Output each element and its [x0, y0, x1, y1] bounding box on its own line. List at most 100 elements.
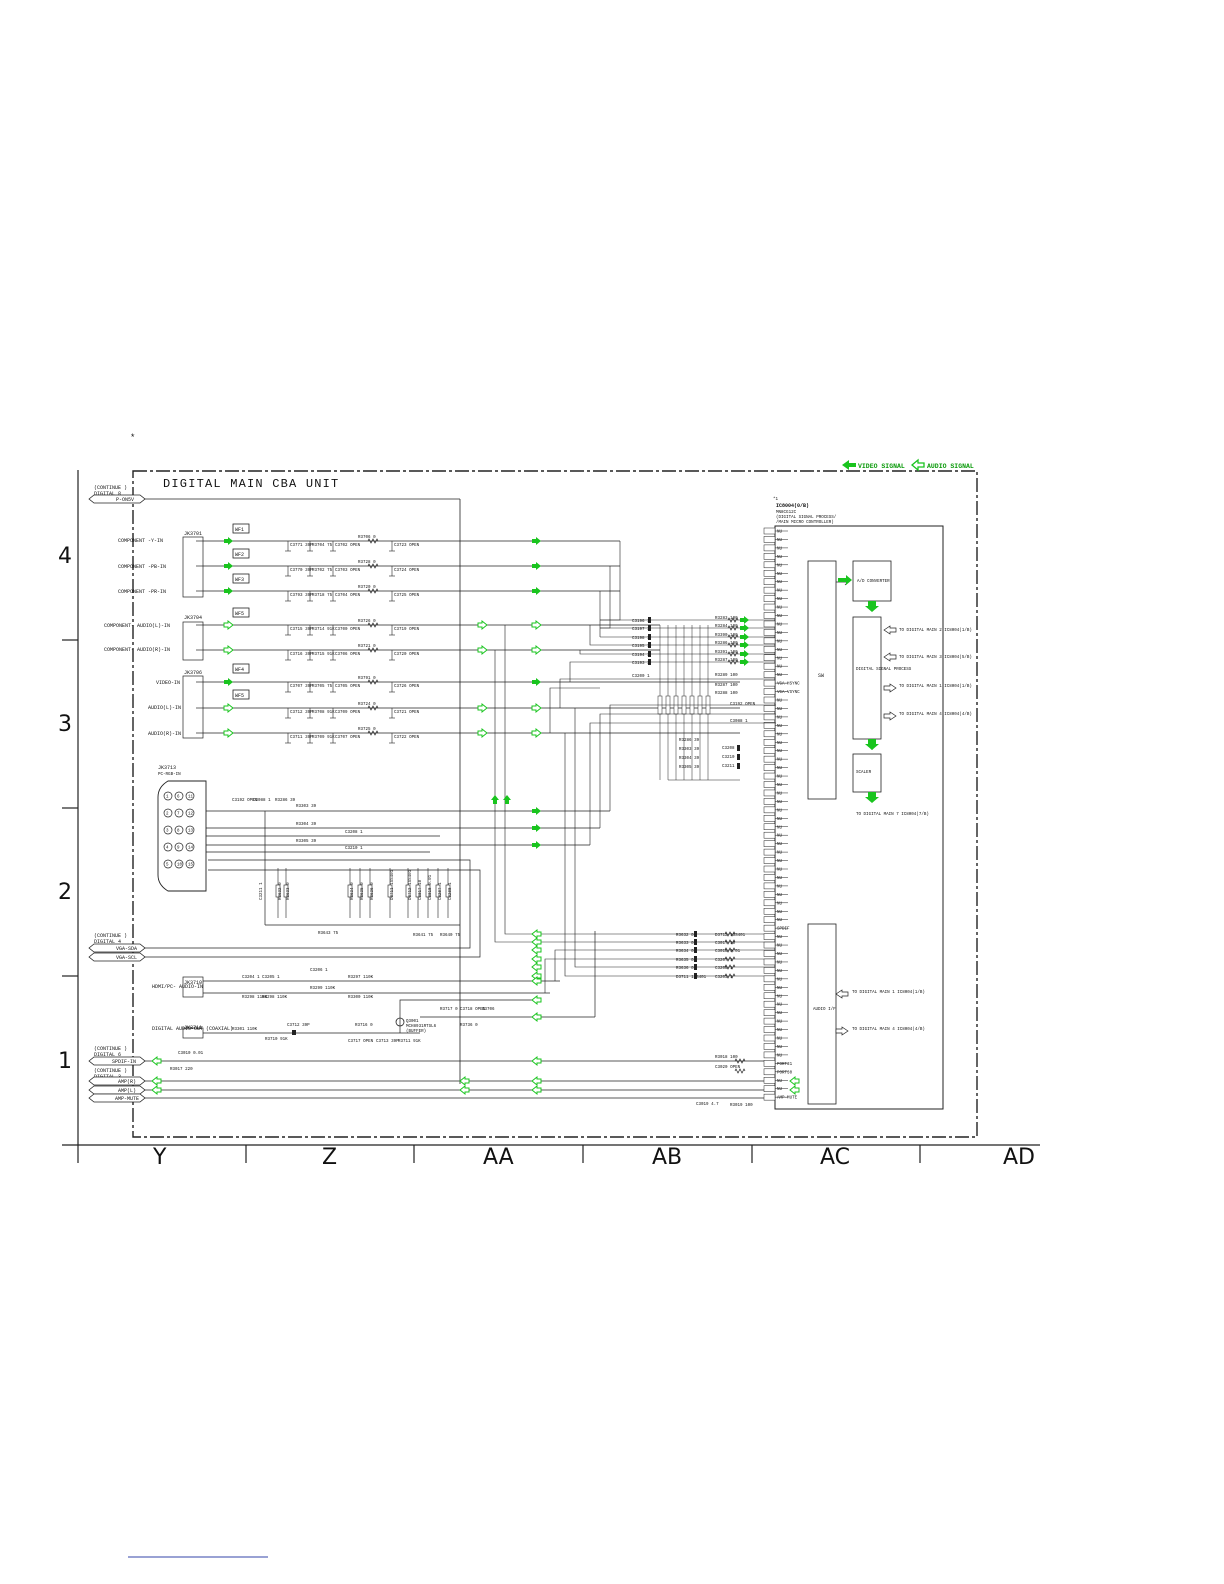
- ic-block-sw-label: SW: [818, 673, 824, 679]
- dsub-pin-icon: [185, 825, 195, 835]
- jack-jk3710: JK3710: [184, 980, 202, 986]
- component-label: D3712 1SS401: [715, 934, 746, 938]
- component-label: C3721 OPEN: [394, 711, 420, 715]
- connector-signal-vga-scl: VGA-SCL: [116, 955, 137, 961]
- audio-flow-arrow-icon: [459, 1075, 470, 1087]
- ic-pin-label: NU: [777, 869, 783, 873]
- ic-pin-label: NU: [777, 607, 783, 611]
- connector-continue-label: (CONTINUE ): [94, 485, 127, 491]
- ic-pin: [763, 941, 776, 949]
- feed-line: [554, 949, 600, 981]
- ic-pin: [763, 908, 776, 915]
- component-label: R3299 110K: [310, 987, 336, 991]
- dsub-pin-number: 12: [188, 813, 194, 817]
- ic-pin-label: NU: [777, 919, 783, 923]
- feed-line: [549, 687, 600, 733]
- ic-block-dsp-label: DIGITAL SIGNAL PROCESS: [856, 668, 912, 672]
- capacitor-icon: [694, 964, 697, 970]
- resistor-icon: [727, 659, 739, 665]
- input-label-video-in: VIDEO-IN: [156, 680, 180, 686]
- resistor-icon: [727, 625, 739, 631]
- ic-pin: [763, 764, 776, 771]
- ic-pin-label: NU: [777, 885, 783, 889]
- audio-flow-arrow-icon: [477, 702, 488, 714]
- ic-pins: NUNUNUNUNUNUNUNUNUNUNUNUNUNUNUNUNUNUVGA-…: [763, 527, 800, 1101]
- resistor-icon: [727, 642, 739, 648]
- component-label: R3303 39: [679, 748, 700, 752]
- component-label: R3286 39: [275, 799, 296, 803]
- ic-pin: [763, 1068, 776, 1076]
- component-label: R3721 0: [358, 645, 376, 649]
- ic-desc: /MAIN MICRO CONTROLLER): [776, 520, 834, 525]
- audio-flow-arrow-icon: [531, 936, 542, 948]
- resistor-icon: [367, 622, 379, 628]
- feed-line: [574, 708, 600, 968]
- wf-tag: WF3: [235, 577, 244, 583]
- component-label: R3634 0: [676, 950, 694, 954]
- component-label: C3770 39P: [290, 569, 313, 573]
- ic-pin: [763, 637, 776, 645]
- capacitor-icon: [737, 763, 740, 769]
- video-flow-arrow-icon: [224, 678, 233, 686]
- component-label: R3726 0: [358, 620, 376, 624]
- audio-flow-arrow-icon: [531, 975, 542, 987]
- resistor-icon: [724, 964, 736, 970]
- ic-pin: [763, 570, 776, 577]
- ic-pin-label: NU: [777, 936, 783, 940]
- ic-pin-label: NU: [777, 987, 783, 991]
- audio-flow-arrow-icon: [151, 1084, 162, 1096]
- wf-tag: WF1: [235, 527, 244, 533]
- dsub-pin-icon: [174, 842, 184, 852]
- dsub-pin-icon: [185, 791, 195, 801]
- audio-flow-arrow-icon: [531, 1055, 542, 1067]
- component-label: R3305 39: [679, 766, 700, 770]
- ic-block-sw: [807, 560, 837, 800]
- component-label: C3211 1: [722, 765, 740, 769]
- component-label: R3724 0: [358, 703, 376, 707]
- ic-desc: (DIGITAL SIGNAL PROCESS/: [776, 515, 837, 520]
- target-label: TO DIGITAL MAIN 1 IC8004(1/B): [899, 684, 972, 689]
- ic-pin: [763, 527, 776, 535]
- component-label: C3707 39P: [290, 685, 313, 689]
- resistor-icon: [435, 884, 441, 898]
- ic-part: MN8CG12C: [776, 511, 797, 515]
- ic-pin-label: NU: [777, 1088, 783, 1092]
- audio-flow-arrow-icon: [531, 1075, 542, 1087]
- buffer-ref: Q3001: [406, 1020, 419, 1024]
- ic-block-scaler-label: SCALER: [856, 771, 872, 775]
- ic-pin: [763, 823, 776, 830]
- component-label: C3017 10: [715, 942, 736, 946]
- component-label: C3704 OPEN: [335, 594, 361, 598]
- component-label: R3711 91K: [398, 1040, 421, 1044]
- component-label: R3716 0: [355, 1024, 373, 1028]
- ic-pin: [763, 553, 776, 560]
- component-label: C3706 OPEN: [335, 653, 361, 657]
- component-label: C3793 39P: [290, 594, 313, 598]
- ic-pin-label: NU: [777, 674, 783, 678]
- ic-pin: [763, 578, 776, 585]
- component-label: R3791 0: [358, 677, 376, 681]
- component-label: C3210 1: [722, 756, 740, 760]
- target-label: TO DIGITAL MAIN 3 IC8004(5/B): [899, 655, 972, 660]
- component-label: R3632 0: [676, 934, 694, 938]
- target-label: TO DIGITAL MAIN 4 IC8004(4/B): [899, 712, 972, 717]
- ic-pin: [763, 916, 776, 923]
- video-flow-arrow-icon: [740, 641, 749, 649]
- audio-flow-arrow-icon: [531, 1011, 542, 1023]
- component-label: D3712 1SS401: [409, 869, 413, 900]
- row-label-3: 3: [58, 712, 72, 737]
- dsub-pin-number: 3: [166, 830, 169, 834]
- component-label: C3196 1: [632, 620, 650, 624]
- video-flow-arrow-icon: [740, 616, 749, 624]
- connector-signal-p-on5v: P-ON5V: [116, 497, 134, 503]
- component-label: C3194 1: [632, 654, 650, 658]
- ic-pin-label: PORT30: [777, 1071, 793, 1075]
- component-label: R3287 100: [715, 684, 738, 688]
- component-label: R3287 100: [715, 659, 738, 663]
- resistor-icon: [367, 563, 379, 569]
- ic-pin-label: NU: [777, 632, 783, 636]
- video-flow-arrow-icon: [740, 624, 749, 632]
- ic-pin: [763, 1060, 776, 1067]
- component-label: C3712 39P: [290, 711, 313, 715]
